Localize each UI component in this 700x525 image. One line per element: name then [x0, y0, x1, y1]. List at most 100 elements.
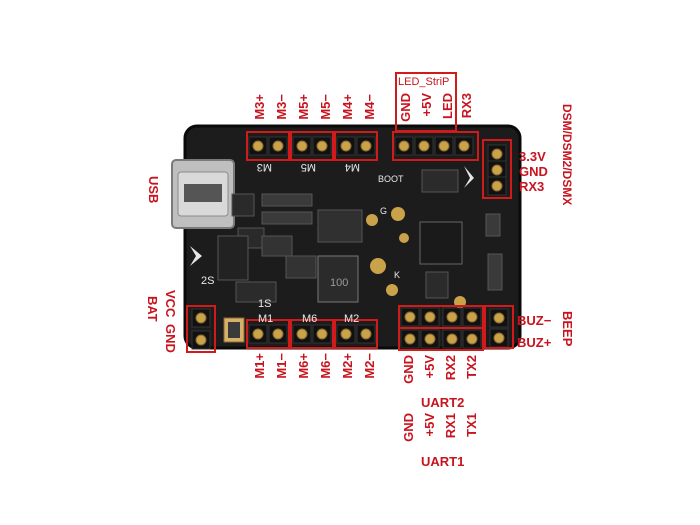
header-pin-uart2-3	[466, 311, 478, 323]
label-m1-plus: M1+	[252, 353, 267, 379]
header-pin-buz-1	[493, 332, 505, 344]
label-uart2-rx2: RX2	[443, 355, 458, 381]
label-dsm-rx3: RX3	[519, 179, 545, 194]
header-pin-dsm-2	[491, 180, 503, 192]
board-logo-arrow-2	[464, 166, 474, 188]
silk-g: G	[380, 206, 387, 216]
label-m1-minus: M1−	[274, 353, 289, 379]
header-pin-uart1-2	[446, 333, 458, 345]
header-pin-uart1-3	[466, 333, 478, 345]
silk-1s: 1S	[258, 298, 271, 310]
silk-m1: M1	[258, 313, 273, 325]
label-buz-minus: BUZ−	[517, 313, 552, 328]
header-pin-uart2-2	[446, 311, 458, 323]
uart-headers	[400, 307, 482, 349]
header-pin-top-1	[272, 140, 284, 152]
header-pin-uart2-1	[424, 311, 436, 323]
label-uart1-rx1: RX1	[443, 413, 458, 439]
label-bat: BAT	[145, 296, 160, 322]
label-uart1-tx1: TX1	[464, 413, 479, 437]
highlight-boxes	[186, 72, 514, 353]
box-power	[186, 305, 216, 353]
label-uart1-title: UART1	[421, 454, 465, 469]
header-pin-uart1-1	[424, 333, 436, 345]
silk-m5: M5	[301, 161, 316, 173]
label-pwr-gnd: GND	[163, 324, 178, 353]
label-led-5v: +5V	[419, 93, 434, 117]
label-dsm-3v3: 3.3V	[519, 149, 546, 164]
label-uart1-5v: +5V	[422, 413, 437, 437]
header-pin-dsm-0	[491, 148, 503, 160]
box-m5	[290, 131, 334, 161]
header-pin-top-5	[360, 140, 372, 152]
components	[217, 169, 503, 303]
header-pin-uart2-0	[404, 311, 416, 323]
label-m5-plus: M5+	[296, 94, 311, 120]
silk-m4: M4	[345, 161, 360, 173]
box-m3	[246, 131, 290, 161]
header-pin-bottom-0	[252, 328, 264, 340]
box-uart1	[398, 327, 484, 351]
label-dsm-gnd: GND	[519, 164, 548, 179]
header-pin-dsm-1	[491, 164, 503, 176]
box-m2	[334, 319, 378, 349]
label-usb: USB	[146, 176, 161, 204]
header-pin-buz-0	[493, 312, 505, 324]
label-m6-minus: M6−	[318, 353, 333, 379]
label-uart2-tx2: TX2	[464, 355, 479, 379]
header-pin-power-1	[195, 334, 207, 346]
box-led-labels	[395, 72, 457, 132]
usb-connector	[171, 159, 235, 229]
label-uart1-gnd: GND	[401, 413, 416, 442]
silk-2s: 2S	[201, 275, 214, 287]
silk-boot: BOOT	[378, 174, 404, 184]
label-m6-plus: M6+	[296, 353, 311, 379]
dsm-headers	[487, 144, 507, 196]
header-pin-led-2	[438, 140, 450, 152]
board-logo-arrow	[190, 246, 202, 266]
power-headers	[191, 308, 211, 350]
header-pin-bottom-2	[296, 328, 308, 340]
box-buz	[484, 305, 514, 349]
silk-100: 100	[330, 277, 348, 289]
label-uart2-gnd: GND	[401, 355, 416, 384]
box-m4	[334, 131, 378, 161]
label-m2-minus: M2−	[362, 353, 377, 379]
label-m4-plus: M4+	[340, 94, 355, 120]
header-pin-bottom-3	[316, 328, 328, 340]
box-m6	[290, 319, 334, 349]
header-pin-bottom-1	[272, 328, 284, 340]
label-m3-minus: M3−	[274, 94, 289, 120]
label-dsm-title: DSM/DSM2/DSMX	[560, 104, 574, 206]
header-pin-led-1	[418, 140, 430, 152]
capacitor	[223, 317, 245, 343]
header-pin-led-0	[398, 140, 410, 152]
header-pin-top-3	[316, 140, 328, 152]
label-m5-minus: M5−	[318, 94, 333, 120]
label-led-strip-title: LED_StriP	[398, 76, 450, 88]
label-rx3-top: RX3	[459, 93, 474, 119]
header-pin-top-2	[296, 140, 308, 152]
box-m1	[246, 319, 290, 349]
header-pin-top-4	[340, 140, 352, 152]
header-pin-top-0	[252, 140, 264, 152]
buzzer-headers	[489, 308, 509, 348]
header-pin-power-0	[195, 312, 207, 324]
header-pin-bottom-5	[360, 328, 372, 340]
label-uart2-5v: +5V	[422, 355, 437, 379]
header-pin-bottom-4	[340, 328, 352, 340]
label-buz-plus: BUZ+	[517, 335, 552, 350]
header-pin-uart1-0	[404, 333, 416, 345]
silk-k: K	[394, 270, 400, 280]
bottom-motor-headers	[248, 324, 376, 344]
label-led-led: LED	[440, 93, 455, 119]
label-m2-plus: M2+	[340, 353, 355, 379]
label-m4-minus: M4−	[362, 94, 377, 120]
header-pin-led-3	[458, 140, 470, 152]
label-vcc: VCC	[163, 290, 178, 318]
silk-m2: M2	[344, 313, 359, 325]
label-m3-plus: M3+	[252, 94, 267, 120]
silk-m6: M6	[302, 313, 317, 325]
